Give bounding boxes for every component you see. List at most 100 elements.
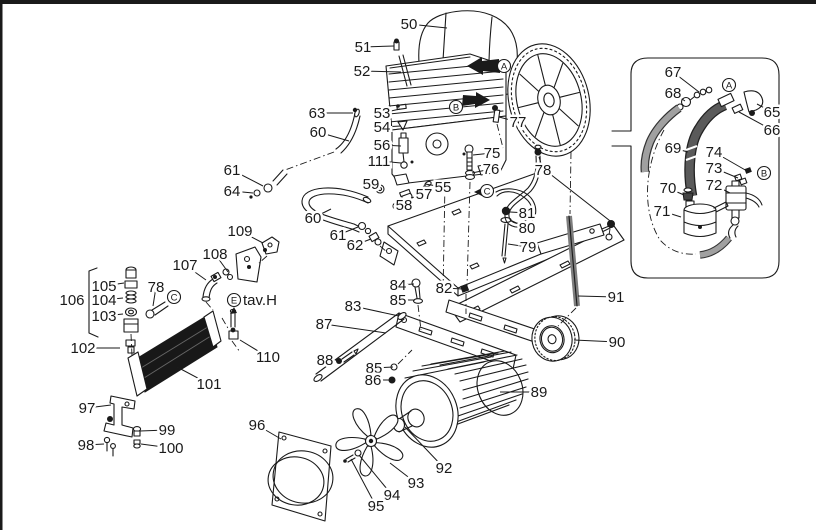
coiled-tube-78: [495, 155, 541, 228]
part-label-82: 82: [436, 280, 453, 297]
plate-108: [235, 246, 262, 283]
leader-line-79: [507, 243, 529, 248]
part-label-84: 84: [390, 277, 407, 294]
leader-line-73: [713, 167, 739, 179]
part-label-50: 50: [401, 16, 418, 33]
marker-C: C: [479, 183, 495, 199]
leader-line-69: [672, 147, 689, 153]
leader-line-87: [323, 323, 387, 334]
part-label-63: 63: [309, 105, 326, 122]
leader-line-58: [396, 204, 405, 207]
part-label-85: 85: [390, 292, 407, 309]
c-pointer-arrow: [474, 188, 482, 196]
leader-line-56: [381, 144, 402, 147]
part-label-58: 58: [396, 197, 413, 214]
part-label-59: 59: [363, 176, 380, 193]
leader-line-94: [358, 454, 393, 496]
leader-line-52: [361, 70, 402, 73]
valve-kit-stack: [88, 266, 139, 354]
part-label-78: 78: [535, 162, 552, 179]
part-label-97: 97: [79, 400, 96, 417]
part-label-96: 96: [249, 417, 266, 434]
leader-line-85: [373, 366, 394, 369]
inset-border: [611, 57, 780, 279]
bolt-88: [336, 358, 342, 364]
washer-85: [412, 298, 424, 304]
valve-72: [725, 180, 763, 239]
part-label-89: 89: [531, 384, 548, 401]
bolt-98: [103, 436, 111, 444]
fitting-111: [400, 161, 408, 169]
part-label-111: 111: [368, 153, 391, 170]
leader-line-57: [410, 193, 425, 199]
leader-lines: [72, 23, 773, 507]
leader-line-77: [498, 116, 519, 123]
part-label-71: 71: [654, 203, 671, 220]
part-label-86: 86: [365, 372, 382, 389]
leader-line-54: [381, 125, 402, 128]
leader-line-96: [256, 424, 282, 440]
part-label-60: 60: [310, 124, 327, 141]
ring-103: [124, 307, 138, 317]
part-label-108: 108: [202, 246, 227, 263]
valve-body: [123, 318, 139, 333]
leader-line-90: [573, 339, 618, 343]
part-label-72: 72: [706, 177, 723, 194]
part-label-104: 104: [91, 292, 116, 309]
pump-foot: [477, 163, 494, 176]
svg-text:A: A: [501, 62, 508, 73]
fitting-102: [125, 339, 136, 347]
leader-line-99: [139, 429, 168, 432]
tav-h-note: tav.H: [243, 292, 277, 309]
part-label-90: 90: [609, 334, 626, 351]
part-label-61: 61: [224, 162, 241, 179]
fitting-61a: [263, 183, 273, 193]
marker-E: E: [226, 292, 242, 308]
part-label-62: 62: [347, 237, 364, 254]
part-label-103: 103: [91, 308, 116, 325]
spring-104: [125, 290, 137, 296]
leader-line-105: [103, 282, 125, 287]
pump-foot: [393, 173, 410, 186]
marker-B: B: [448, 99, 464, 115]
wheel-90: [531, 315, 580, 362]
leader-line-83: [352, 305, 400, 317]
leader-line-111: [378, 160, 402, 164]
part-label-69: 69: [665, 140, 682, 157]
elbow-55: [415, 185, 431, 198]
cooler-group: [88, 236, 280, 457]
fitting-100: [133, 439, 141, 445]
part-label-91: 91: [608, 289, 625, 306]
leader-line-81: [509, 211, 528, 214]
nut-94: [354, 449, 362, 457]
part-label-64: 64: [224, 183, 241, 200]
view-arrow-a: [467, 57, 500, 75]
svg-text:B: B: [761, 169, 767, 180]
view-arrow-b: [462, 92, 490, 108]
part-label-93: 93: [408, 475, 425, 492]
crankcase-port: [425, 132, 449, 156]
elbow-73: [733, 173, 743, 182]
leader-line-50: [408, 23, 448, 29]
leader-line-60: [317, 131, 350, 142]
hose-light-bottom: [699, 236, 732, 258]
part-label-70: 70: [660, 180, 677, 197]
tube-stub: [272, 169, 288, 186]
leader-line-64: [231, 190, 254, 194]
leader-line-65: [756, 103, 773, 113]
leader-line-78: [152, 286, 157, 307]
inset-flow-line: [647, 129, 697, 255]
tubing: [249, 107, 542, 246]
water-trap-71: [683, 200, 729, 238]
pump-assembly: [375, 10, 518, 210]
elbow-65: [743, 90, 764, 113]
motor-group: [267, 299, 568, 522]
part-labels: 5051526360535456111596164606162555758757…: [57, 14, 783, 518]
fan-93: [335, 408, 404, 477]
part-label-65: 65: [764, 104, 781, 121]
svg-text:B: B: [453, 103, 459, 114]
leader-line-82: [443, 287, 464, 290]
bolt-82: [460, 283, 470, 293]
tube-60-lower: [301, 187, 369, 233]
